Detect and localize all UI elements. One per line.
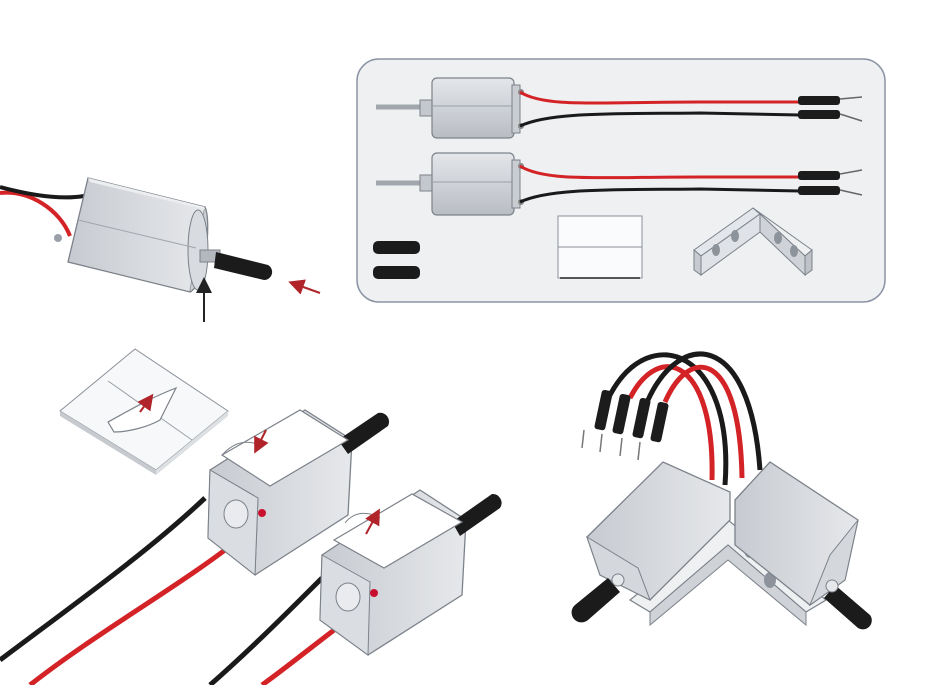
bracket-motor-left (572, 462, 730, 622)
panel-sleeve-1 (373, 241, 420, 254)
panel-sleeve-2 (373, 266, 420, 279)
step-mount-bracket (572, 354, 872, 629)
parts-panel (357, 59, 885, 302)
step-apply-pad (0, 410, 502, 685)
step-peel-backing (60, 349, 228, 475)
panel-adhesive-pad (558, 216, 642, 278)
red-arrow-in (292, 283, 320, 293)
bracket-connectors (582, 389, 669, 460)
step-attach-sleeve (0, 178, 320, 322)
